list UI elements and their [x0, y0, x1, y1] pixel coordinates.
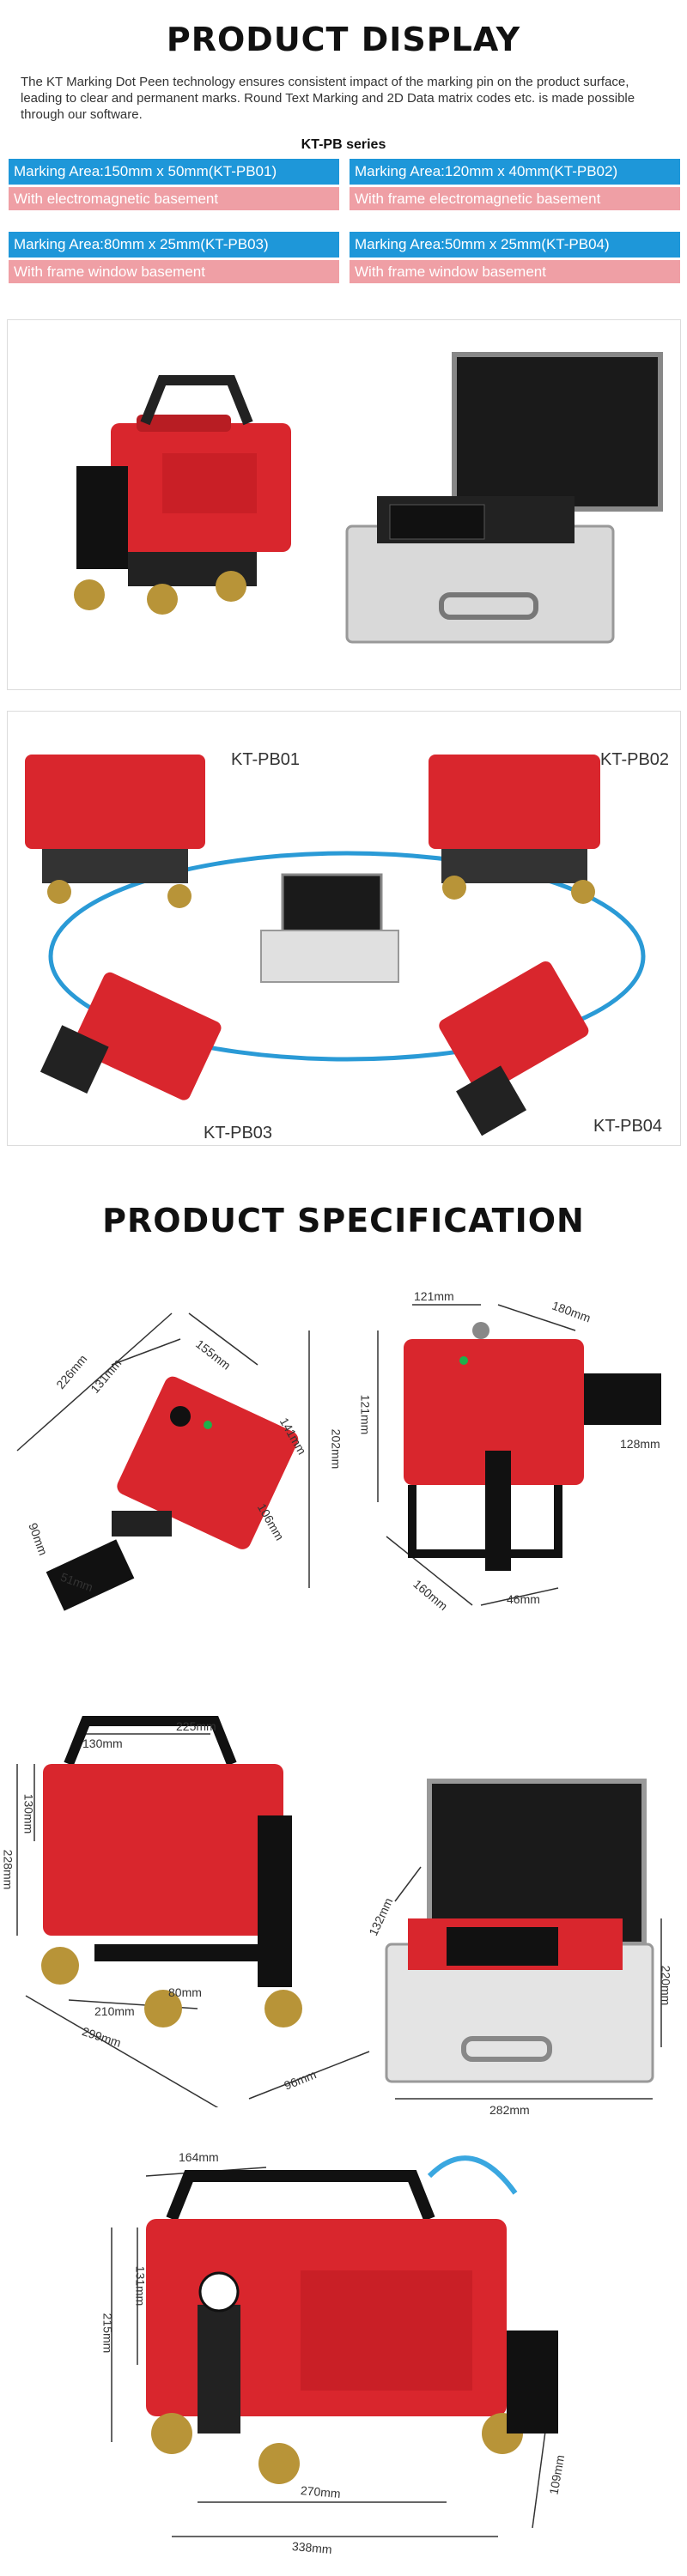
- basement-label: With frame electromagnetic basement: [350, 187, 680, 210]
- marking-area-label: Marking Area:80mm x 25mm(KT-PB03): [9, 232, 339, 258]
- intro-text: The KT Marking Dot Peen technology ensur…: [21, 75, 635, 122]
- model-label-pb01: KT-PB01: [231, 750, 301, 769]
- dimension-label: 202mm: [329, 1428, 344, 1470]
- dimension-label: 282mm: [489, 2103, 530, 2117]
- dimension-label: 121mm: [358, 1394, 373, 1435]
- dimension-label: 210mm: [94, 2004, 135, 2018]
- dimension-label: 220mm: [659, 1965, 673, 2006]
- marking-area-label: Marking Area:50mm x 25mm(KT-PB04): [350, 232, 680, 258]
- dimension-label: 46mm: [507, 1592, 540, 1606]
- dimension-label: 80mm: [168, 1985, 202, 1999]
- model-label-pb04: KT-PB04: [593, 1117, 663, 1136]
- dimension-label: 121mm: [414, 1289, 454, 1303]
- model-card-pb02: Marking Area:120mm x 40mm(KT-PB02) With …: [350, 159, 680, 210]
- spec-figure-4: 132mm 220mm 282mm: [366, 1764, 687, 2124]
- model-lineup-panel: KT-PB01 KT-PB02 KT-PB03 KT-PB04: [7, 711, 681, 1146]
- spec-figure-2: 121mm 180mm 121mm 128mm 160mm 46mm: [344, 1279, 687, 1622]
- model-card-pb01: Marking Area:150mm x 50mm(KT-PB01) With …: [9, 159, 339, 210]
- spec-figure-5: 164mm 131mm 215mm 270mm 338mm 109mm: [69, 2142, 618, 2571]
- dimension-label: 130mm: [82, 1737, 123, 1750]
- model-label-pb03: KT-PB03: [204, 1124, 273, 1143]
- model-card-pb04: Marking Area:50mm x 25mm(KT-PB04) With f…: [350, 232, 680, 283]
- model-card-pb03: Marking Area:80mm x 25mm(KT-PB03) With f…: [9, 232, 339, 283]
- product-photo-panel: [7, 319, 681, 690]
- model-label-pb02: KT-PB02: [600, 750, 670, 769]
- dimension-label: 164mm: [179, 2150, 219, 2164]
- model-lineup-diagram: [25, 755, 646, 1136]
- display-title: PRODUCT DISPLAY: [166, 21, 521, 58]
- dimension-label: 128mm: [620, 1437, 660, 1451]
- dimension-label: 225mm: [176, 1719, 216, 1733]
- series-label: KT-PB series: [301, 137, 386, 152]
- spec-title: PRODUCT SPECIFICATION: [102, 1202, 585, 1240]
- dimension-label: 130mm: [21, 1793, 36, 1834]
- spec-figure-3: 130mm 225mm 130mm 228mm 80mm 210mm 299mm…: [0, 1712, 395, 2107]
- marking-area-label: Marking Area:120mm x 40mm(KT-PB02): [350, 159, 680, 185]
- spec-figure-1: 226mm 131mm 155mm 141mm 202mm 106mm 90mm…: [0, 1279, 352, 1622]
- basement-label: With frame window basement: [350, 260, 680, 283]
- basement-label: With frame window basement: [9, 260, 339, 283]
- dimension-label: 131mm: [133, 2265, 148, 2306]
- marking-area-label: Marking Area:150mm x 50mm(KT-PB01): [9, 159, 339, 185]
- basement-label: With electromagnetic basement: [9, 187, 339, 210]
- dimension-label: 228mm: [1, 1849, 15, 1890]
- dimension-label: 215mm: [100, 2312, 115, 2354]
- product-photo: [74, 352, 663, 644]
